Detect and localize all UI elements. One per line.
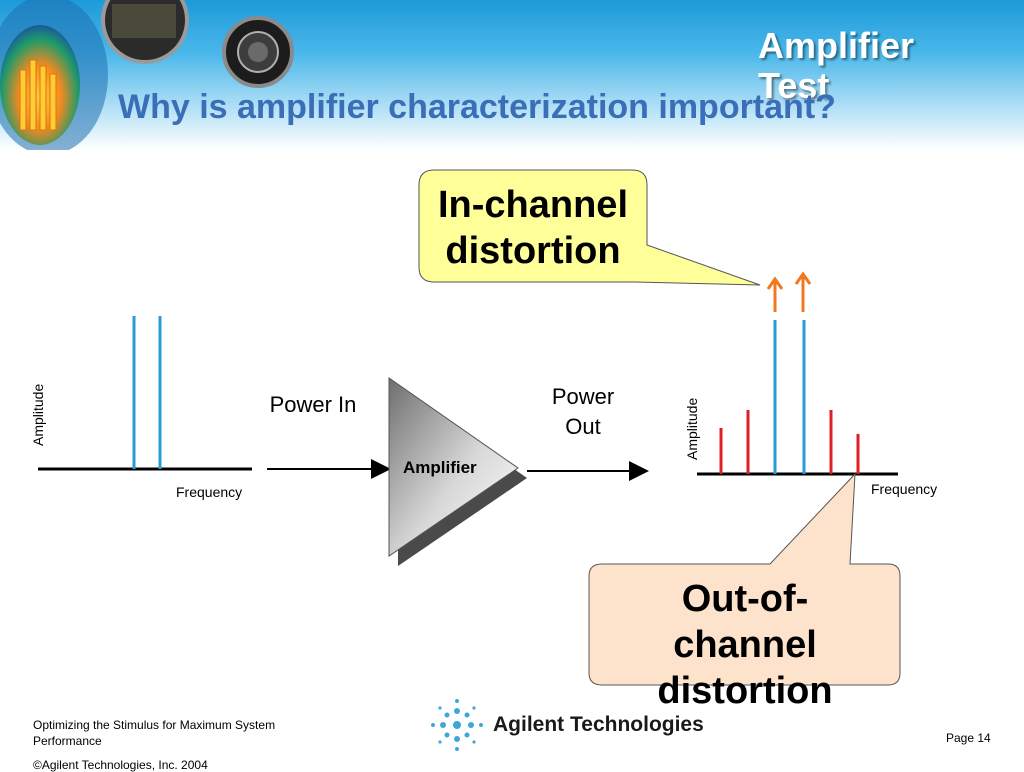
input-amplitude-label: Amplitude: [30, 383, 46, 446]
banner-artwork: [0, 0, 294, 150]
agilent-logo-text: Agilent Technologies: [493, 713, 704, 736]
in-channel-callout-bubble: [418, 169, 761, 286]
power-in-label: Power In: [269, 392, 357, 417]
in-channel-callout-text: In-channel distortion: [437, 184, 629, 272]
out-channel-callout-text: Out-of-channel distortion: [657, 578, 833, 712]
output-frequency-label: Frequency: [871, 481, 938, 497]
section-title: Amplifier Test: [758, 25, 915, 106]
output-amplitude-label: Amplitude: [684, 397, 700, 460]
input-frequency-label: Frequency: [176, 484, 243, 500]
page-number: Page 14: [946, 731, 991, 745]
agilent-spark-logo: [431, 699, 483, 751]
amplifier-label: Amplifier: [403, 458, 477, 477]
power-out-label: Power Out: [551, 384, 615, 439]
slide-title: Why is amplifier characterization import…: [118, 88, 836, 126]
in-channel-arrow-icon: [766, 271, 812, 312]
footer-course-title: Optimizing the Stimulus for Maximum Syst…: [33, 718, 276, 748]
footer-copyright: ©Agilent Technologies, Inc. 2004: [33, 758, 208, 772]
out-channel-callout-bubble: [588, 472, 901, 686]
amplifier-symbol: [388, 377, 519, 557]
